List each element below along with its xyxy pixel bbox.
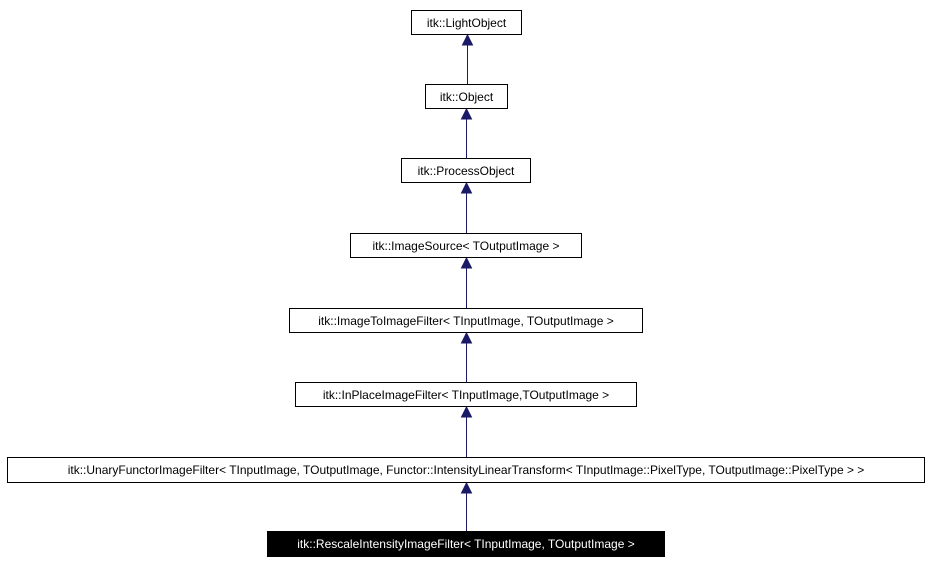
class-node-image-source[interactable]: itk::ImageSource< TOutputImage > [350, 233, 582, 258]
inheritance-arrowhead-n5 [460, 405, 473, 418]
inheritance-arrowhead-n1 [460, 107, 473, 120]
class-node-process-object[interactable]: itk::ProcessObject [401, 158, 531, 183]
inheritance-arrowhead-n3 [460, 256, 473, 269]
inheritance-arrowhead-n2 [460, 181, 473, 194]
class-node-object[interactable]: itk::Object [425, 84, 508, 109]
inheritance-arrowhead-n4 [460, 331, 473, 344]
class-node-rescale-intensity-image-filter: itk::RescaleIntensityImageFilter< TInput… [267, 531, 665, 557]
inheritance-arrowhead-n0 [461, 33, 474, 46]
class-node-light-object[interactable]: itk::LightObject [411, 10, 522, 35]
inheritance-arrowhead-n6 [460, 481, 473, 494]
class-node-in-place-image-filter[interactable]: itk::InPlaceImageFilter< TInputImage,TOu… [295, 382, 637, 407]
class-node-unary-functor-image-filter[interactable]: itk::UnaryFunctorImageFilter< TInputImag… [7, 457, 925, 483]
class-node-image-to-image-filter[interactable]: itk::ImageToImageFilter< TInputImage, TO… [289, 308, 643, 333]
